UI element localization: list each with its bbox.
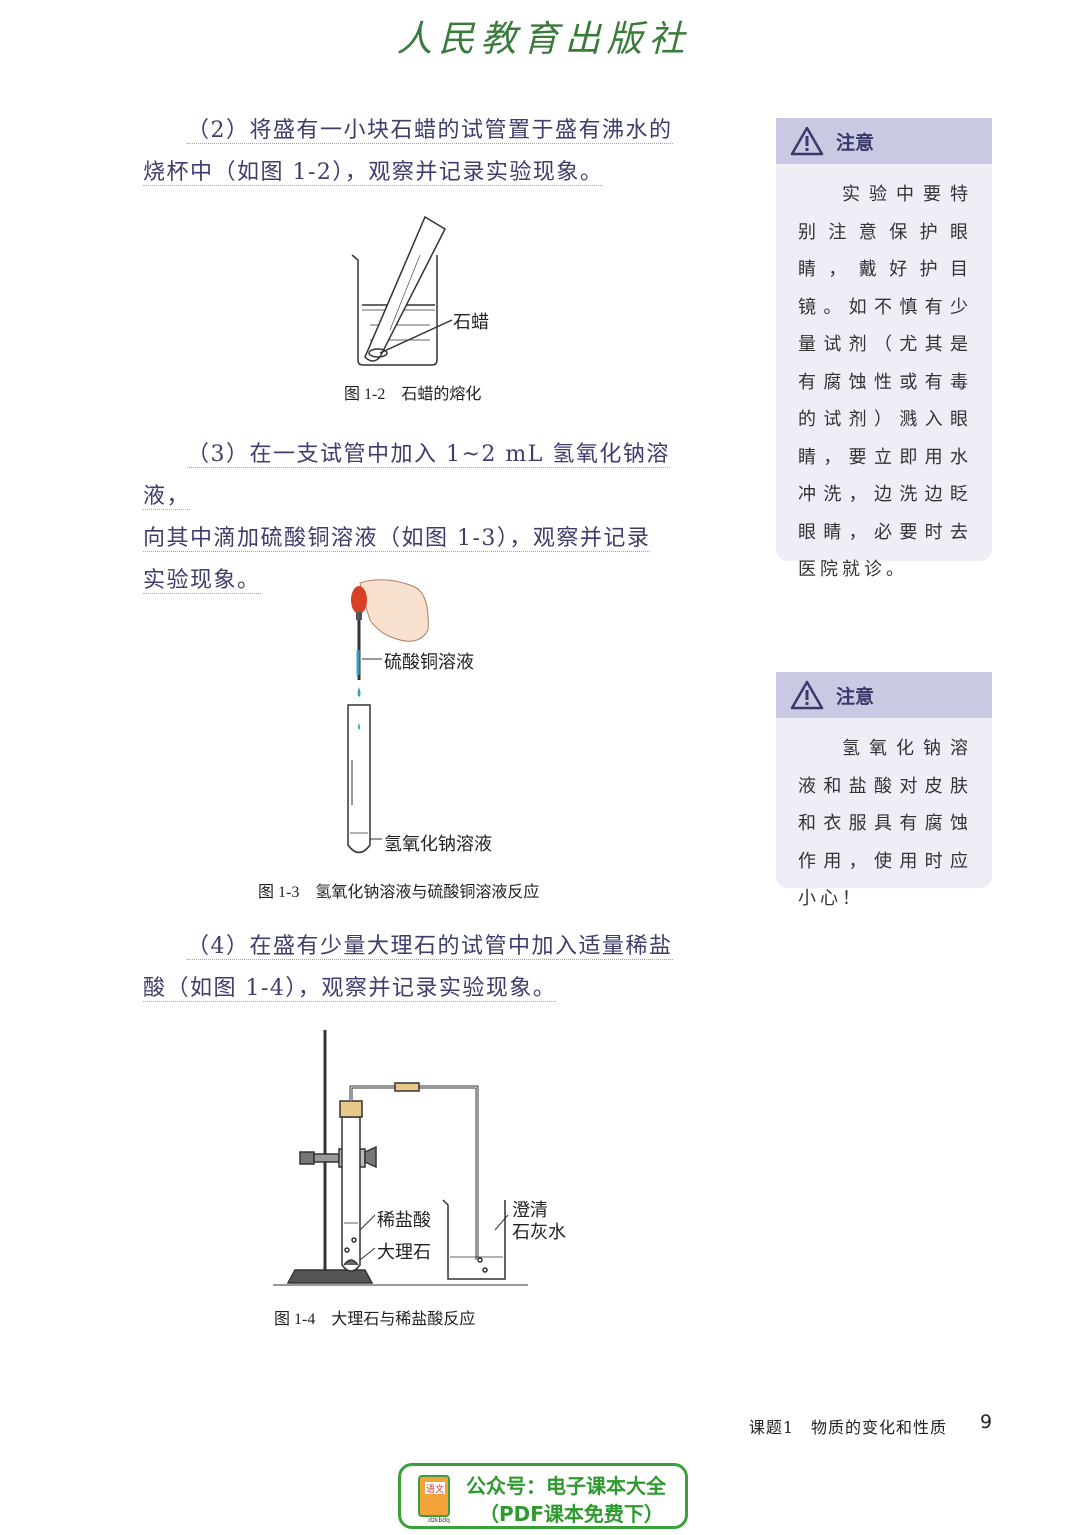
step-2-paragraph: （2）将盛有一小块石蜡的试管置于盛有沸水的 烧杯中（如图 1-2），观察并记录实… xyxy=(143,110,698,194)
figure-1-4-label-marble: 大理石 xyxy=(377,1242,431,1262)
step-3-line-3: 实验现象。 xyxy=(143,568,261,594)
figure-1-3-dropper-tube xyxy=(347,579,429,854)
book-icon: 语文 dzkbdq xyxy=(418,1475,450,1524)
figure-1-4-apparatus xyxy=(273,1030,528,1286)
note-title: 注意 xyxy=(836,131,875,154)
figure-1-4-caption: 图 1-4 大理石与稀盐酸反应 xyxy=(274,1311,476,1328)
figure-1-3-label-copper-sulfate: 硫酸铜溶液 xyxy=(384,652,474,672)
note-header: 注意 xyxy=(776,672,992,718)
note-box-eye-safety: 注意 实验中要特别注意保护眼睛，戴好护目镜。如不慎有少量试剂（尤其是有腐蚀性或有… xyxy=(776,118,992,580)
wechat-banner[interactable]: 语文 dzkbdq 公众号：电子课本大全 （PDF课本免费下） xyxy=(398,1463,688,1529)
figure-1-4-label-lime-1: 澄清 xyxy=(512,1200,548,1220)
step-3-line-1: （3）在一支试管中加入 1~2 mL 氢氧化钠溶液， xyxy=(143,442,670,510)
step-4-paragraph: （4）在盛有少量大理石的试管中加入适量稀盐 酸（如图 1-4），观察并记录实验现… xyxy=(143,926,698,1010)
banner-line-1: 公众号：电子课本大全 xyxy=(466,1474,666,1498)
step-3-line-2: 向其中滴加硫酸铜溶液（如图 1-3），观察并记录 xyxy=(143,526,651,552)
figure-1-3-caption: 图 1-3 氢氧化钠溶液与硫酸铜溶液反应 xyxy=(258,884,540,901)
publisher-logo: 人民教育出版社 xyxy=(396,19,691,60)
note-box-corrosion: 注意 氢氧化钠溶液和盐酸对皮肤和衣服具有腐蚀作用，使用时应小心！ xyxy=(776,672,992,909)
figure-1-2-label: 石蜡 xyxy=(453,312,489,332)
step-3-paragraph: （3）在一支试管中加入 1~2 mL 氢氧化钠溶液， 向其中滴加硫酸铜溶液（如图… xyxy=(143,434,698,602)
figure-1-2-caption: 图 1-2 石蜡的熔化 xyxy=(344,386,482,403)
note-body: 氢氧化钠溶液和盐酸对皮肤和衣服具有腐蚀作用，使用时应小心！ xyxy=(798,738,972,909)
figure-1-2-beaker xyxy=(351,215,453,366)
figure-1-4-label-acid: 稀盐酸 xyxy=(377,1210,431,1230)
note-body: 实验中要特别注意保护眼睛，戴好护目镜。如不慎有少量试剂（尤其是有腐蚀性或有毒的试… xyxy=(798,184,972,580)
figure-1-4-label-lime-2: 石灰水 xyxy=(512,1222,566,1242)
step-4-line-2: 酸（如图 1-4），观察并记录实验现象。 xyxy=(143,976,557,1002)
warning-icon xyxy=(790,126,824,156)
book-icon-text: 语文 xyxy=(426,1483,444,1495)
note-header: 注意 xyxy=(776,118,992,164)
footer-section-title: 课题1 物质的变化和性质 xyxy=(748,1418,947,1437)
banner-line-2: （PDF课本免费下） xyxy=(479,1502,664,1526)
warning-icon xyxy=(790,680,824,710)
book-icon-subtext: dzkbdq xyxy=(428,1517,450,1524)
figure-1-3-label-sodium-hydroxide: 氢氧化钠溶液 xyxy=(384,834,492,854)
note-title: 注意 xyxy=(836,685,875,708)
page-number: 9 xyxy=(980,1411,993,1433)
step-2-line-1: （2）将盛有一小块石蜡的试管置于盛有沸水的 xyxy=(187,118,673,144)
step-2-line-2: 烧杯中（如图 1-2），观察并记录实验现象。 xyxy=(143,160,604,186)
step-4-line-1: （4）在盛有少量大理石的试管中加入适量稀盐 xyxy=(187,934,673,960)
